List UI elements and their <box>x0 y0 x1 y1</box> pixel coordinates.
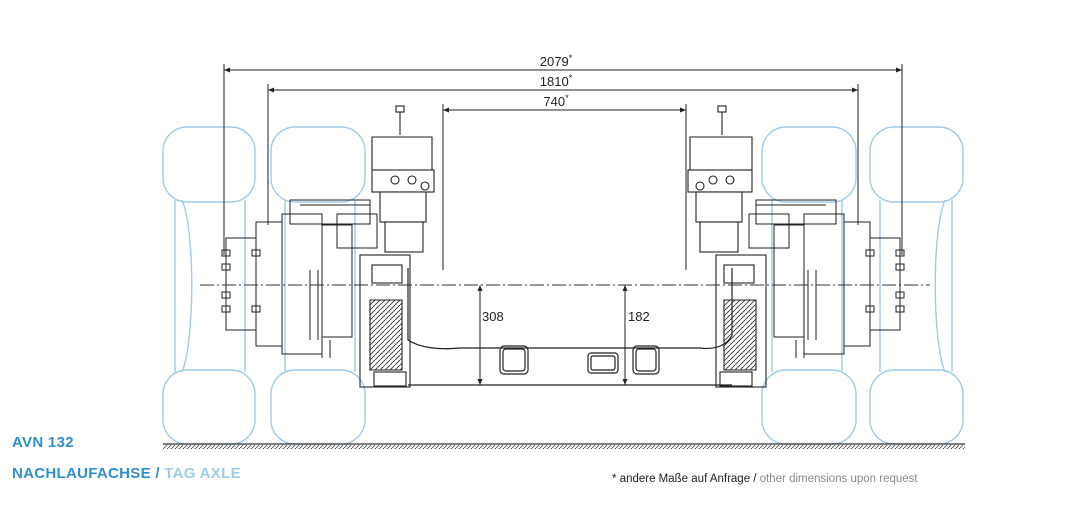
dim-right-height-label: 182 <box>628 309 650 324</box>
right-brake-chamber <box>687 105 753 253</box>
left-brake-chamber <box>371 105 435 253</box>
footnote-text-en: other dimensions upon request <box>759 473 918 485</box>
dim-overall-label: 2079* <box>540 53 573 69</box>
dim-mid-label: 1810* <box>540 73 573 89</box>
dim-left-height-label: 308 <box>482 309 504 324</box>
axle-beam <box>407 268 733 386</box>
tyre-group <box>162 126 964 445</box>
right-bracket <box>715 254 767 388</box>
tyre-left-outer-side <box>174 199 246 373</box>
left-wheel-studs <box>221 249 261 313</box>
left-hub-assembly <box>221 199 378 358</box>
model-title: AVN 132 <box>12 434 74 451</box>
dim-inner-label: 740* <box>543 93 569 109</box>
tyre-left-inner-side <box>284 200 356 372</box>
footnote: * andere Maße auf Anfrage / other dimens… <box>612 473 918 485</box>
ground-line <box>163 443 965 449</box>
tyre-left-outer-top <box>162 126 256 203</box>
product-name: NACHLAUFACHSE / TAG AXLE <box>12 465 241 482</box>
tyre-right-outer-side <box>879 199 953 373</box>
dimension-lines <box>223 64 903 385</box>
tyre-right-inner-bottom <box>761 369 857 445</box>
tyre-right-outer-top <box>869 126 964 203</box>
tyre-left-inner-top <box>270 126 366 203</box>
product-name-separator: / <box>150 465 165 482</box>
left-bracket <box>359 254 411 388</box>
tyre-left-inner-bottom <box>270 369 366 445</box>
right-wheel-studs <box>865 249 905 313</box>
tyre-left-outer-bottom <box>162 369 256 445</box>
footnote-text-de: andere Maße auf Anfrage / <box>616 473 760 485</box>
footnote-marker: * <box>612 473 617 485</box>
tyre-right-inner-top <box>761 126 857 203</box>
tyre-right-inner-side <box>771 200 843 372</box>
product-name-en: TAG AXLE <box>164 465 241 482</box>
tyre-right-outer-bottom <box>869 369 964 445</box>
product-name-de: NACHLAUFACHSE <box>12 465 151 482</box>
right-hub-assembly <box>748 199 905 358</box>
dimension-arrows <box>224 67 902 385</box>
